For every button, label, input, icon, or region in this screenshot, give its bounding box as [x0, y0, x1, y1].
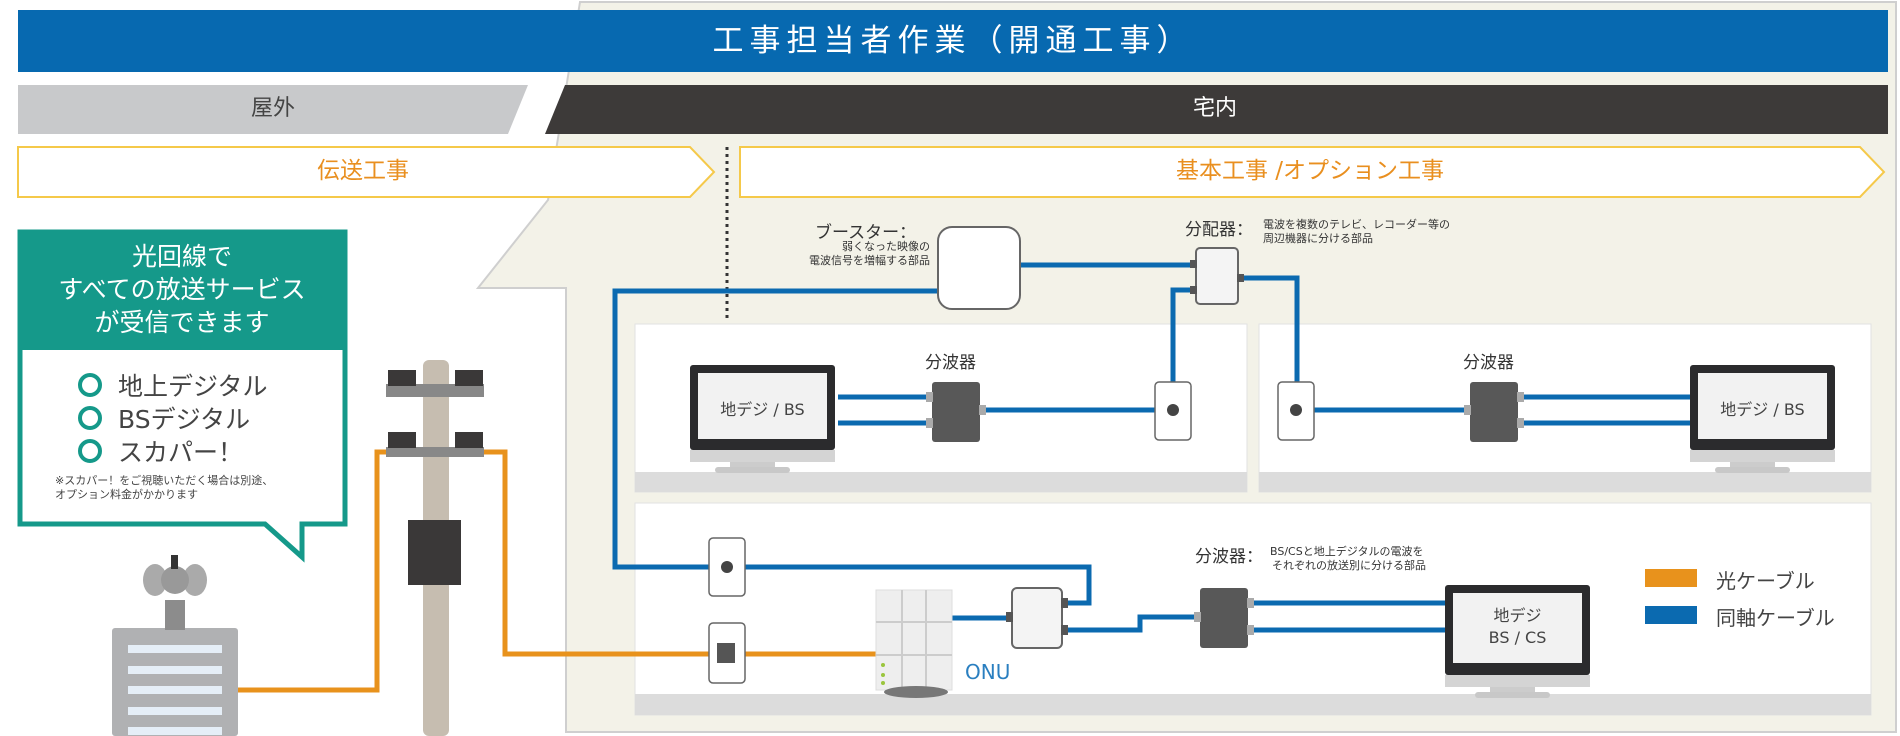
service-label: スカパー！ [118, 438, 244, 467]
tv-bottom-label: 地デジ BS / CS [1453, 605, 1582, 649]
tv-bottom [1445, 585, 1590, 698]
outdoor-zone-bar [18, 85, 528, 134]
wall-outlet-right-room [1277, 381, 1315, 441]
tv-right-label: 地デジ / BS [1720, 400, 1805, 419]
booster-device [937, 226, 1021, 310]
splitter-right-device [1464, 382, 1524, 442]
splitter-bottom-description: BS/CSと地上デジタルの電波を それぞれの放送別に分ける部品 [1270, 545, 1426, 573]
legend-swatch-coax [1645, 606, 1697, 624]
service-item: スカパー！ [78, 433, 243, 469]
legend-swatch-fiber [1645, 569, 1697, 587]
bubble-headline-line: すべての放送サービス [58, 275, 306, 304]
circle-check-icon [78, 439, 102, 463]
bubble-note-line: オプション料金がかかります [55, 488, 198, 501]
bubble-note-line: ※スカパー！をご視聴いただく場合は別途、 [55, 474, 274, 487]
distributor-device [1190, 247, 1244, 305]
tv-left [690, 365, 835, 473]
splitter-bottom-device [1194, 588, 1254, 648]
service-label: BSデジタル [118, 405, 251, 434]
speech-bubble [17, 229, 348, 563]
tv-left-label: 地デジ / BS [720, 400, 805, 419]
distributor-bottom-device [1006, 587, 1068, 649]
bubble-headline-line: が受信できます [94, 308, 270, 337]
bubble-headline-line: 光回線で [131, 242, 232, 271]
booster-desc-line: 弱くなった映像の [842, 240, 930, 253]
tv-bottom-label-line: BS / CS [1488, 628, 1547, 647]
title-bar [18, 10, 1888, 72]
distributor-desc-line: 周辺機器に分ける部品 [1263, 232, 1373, 245]
splitter-desc-line: BS/CSと地上デジタルの電波を [1270, 545, 1424, 558]
service-item: 地上デジタル [78, 367, 268, 403]
wall-outlet-coax [708, 537, 746, 597]
bubble-headline: 光回線で すべての放送サービス が受信できます [22, 240, 342, 339]
antenna-building [112, 555, 238, 736]
wall-outlet-left-room [1154, 381, 1192, 441]
legend-fiber-label: 光ケーブル [1716, 569, 1815, 593]
circle-check-icon [78, 406, 102, 430]
wall-outlet-fiber [708, 622, 746, 684]
splitter-left-device [926, 382, 986, 442]
legend-coax-label: 同軸ケーブル [1716, 606, 1835, 630]
service-item: BSデジタル [78, 400, 250, 436]
booster-name: ブースター： [815, 223, 917, 243]
tv-right [1690, 365, 1835, 473]
distributor-description: 電波を複数のテレビ、レコーダー等の 周辺機器に分ける部品 [1263, 218, 1450, 246]
zone-indoor-label: 宅内 [1192, 96, 1237, 121]
splitter-left-name: 分波器 [925, 353, 976, 373]
booster-desc-line: 電波信号を増幅する部品 [809, 254, 930, 267]
booster-description: 弱くなった映像の 電波信号を増幅する部品 [780, 240, 930, 268]
onu-label: ONU [965, 660, 1011, 684]
coax-cables [612, 262, 1690, 633]
stage-transmission-label: 伝送工事 [317, 158, 409, 184]
splitter-desc-line: それぞれの放送別に分ける部品 [1272, 559, 1426, 572]
stage-basic-option-label: 基本工事 /オプション工事 [1175, 158, 1445, 184]
distributor-name: 分配器： [1185, 220, 1253, 240]
tv-bottom-label-line: 地デジ [1493, 606, 1542, 625]
zone-outdoor-label: 屋外 [250, 96, 295, 121]
page-title: 工事担当者作業（開通工事） [712, 23, 1194, 59]
stage-arrow-basic [739, 146, 1886, 198]
distributor-desc-line: 電波を複数のテレビ、レコーダー等の [1263, 218, 1450, 231]
service-label: 地上デジタル [118, 372, 268, 401]
utility-pole [386, 360, 484, 736]
splitter-bottom-name: 分波器： [1195, 547, 1263, 567]
bubble-note: ※スカパー！をご視聴いただく場合は別途、 オプション料金がかかります [55, 474, 273, 502]
onu-device [875, 589, 953, 698]
splitter-right-name: 分波器 [1463, 353, 1514, 373]
indoor-zone-bar [545, 85, 1888, 134]
stage-arrow-transmission [17, 146, 716, 198]
circle-check-icon [78, 373, 102, 397]
